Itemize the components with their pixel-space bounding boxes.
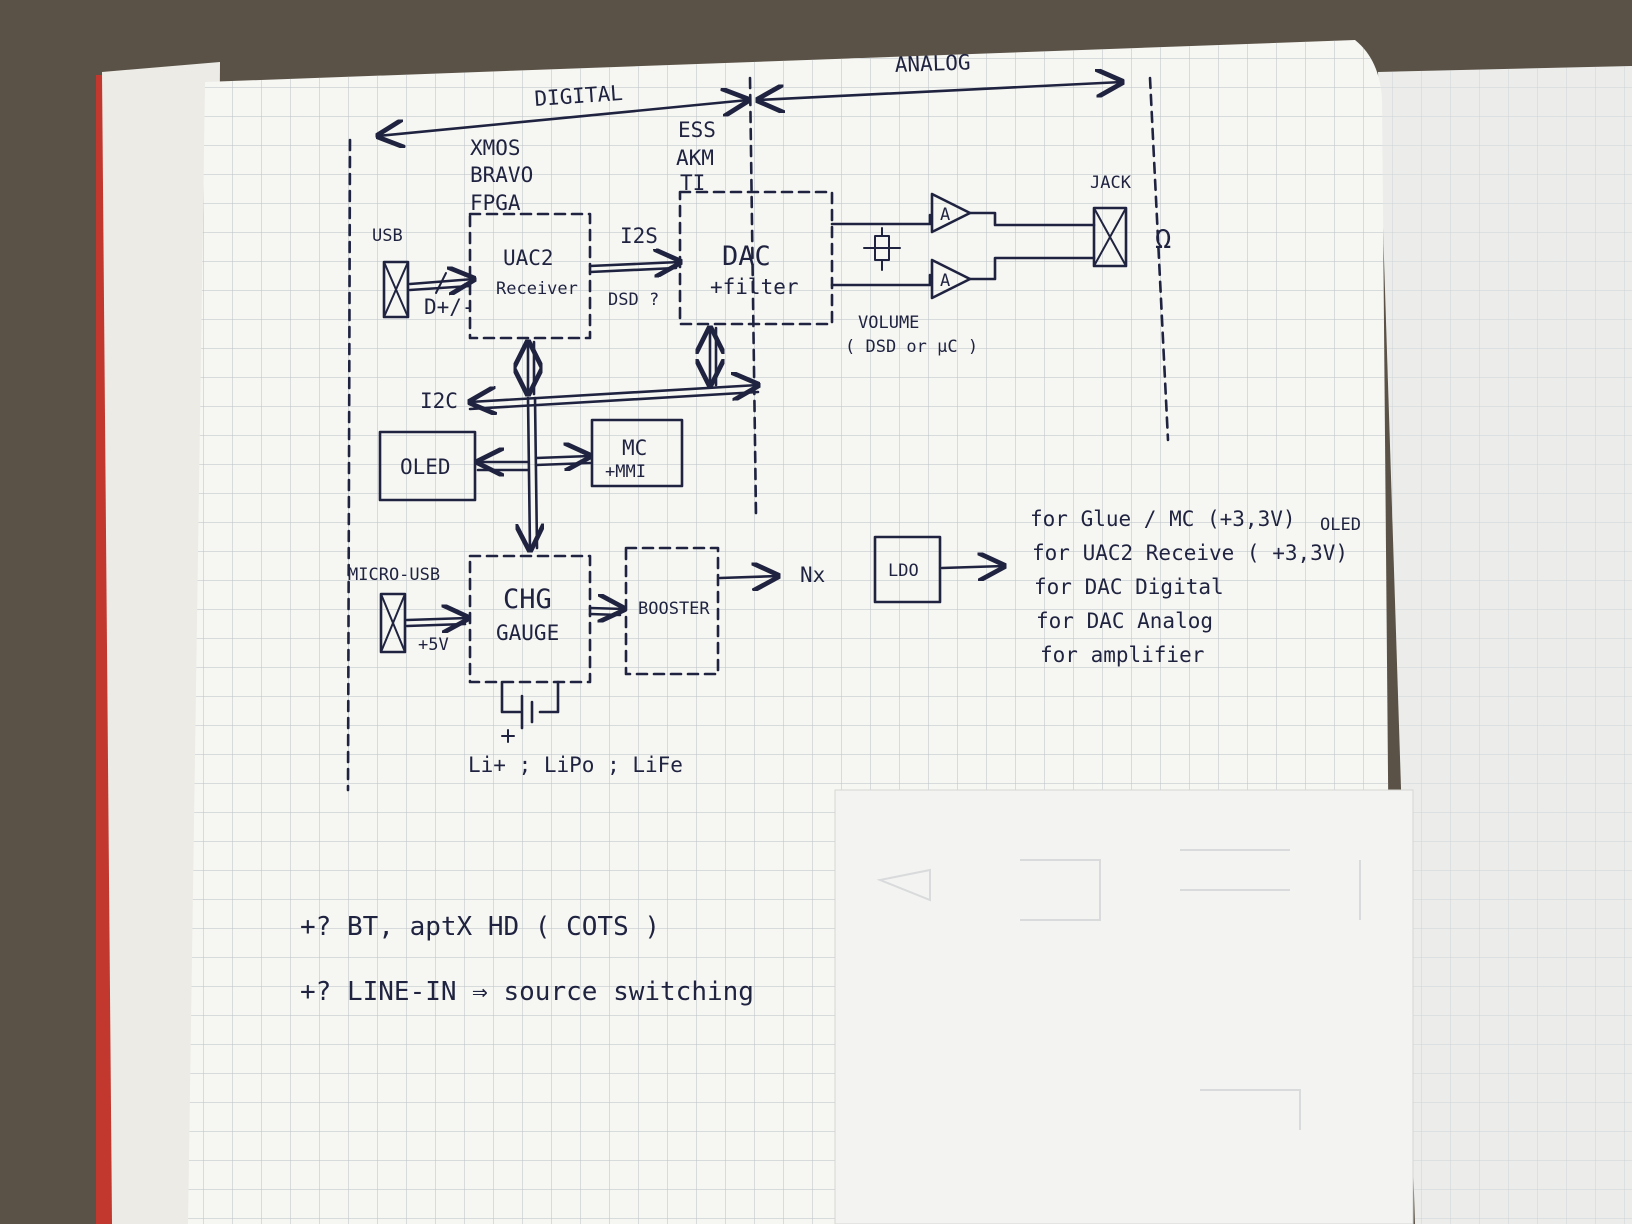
charger-to-booster-arrow-2 [588,612,622,617]
amp-to-jack-bottom [968,256,1096,281]
bleed-through-sketch [876,849,1361,1130]
svg-text:for UAC2 Receive ( +3,3V): for UAC2 Receive ( +3,3V) [1032,541,1348,565]
battery-symbol [500,680,560,743]
svg-text:BRAVO: BRAVO [470,163,533,187]
jack-port [1092,206,1128,268]
i2s-arrow [588,262,680,266]
svg-text:AKM: AKM [676,146,714,170]
i2s-arrow-line2 [588,266,678,274]
power-in-arrow [405,618,468,620]
usb-port [382,260,410,319]
booster-block [624,546,720,676]
charger-to-booster-arrow [588,608,624,609]
battery-label: Li+ ; LiPo ; LiFe [468,753,683,777]
mcu-link [534,456,590,458]
amplifier-top: A [930,192,972,234]
amplifier-bottom: A [930,258,972,300]
receiver-label-1: UAC2 [503,246,554,270]
i2c-bus [470,385,758,402]
oled-block [378,430,477,502]
svg-text:for DAC Analog: for DAC Analog [1036,609,1213,633]
headphone-symbol: Ω [1155,224,1171,255]
region-boundaries [346,76,1170,792]
usb-data-label: D+/- [424,295,475,319]
plus5v-label: +5V [418,635,449,655]
micro-usb-port [379,592,407,654]
svg-text:for DAC Digital: for DAC Digital [1034,575,1224,599]
dac-label-2: +filter [710,275,799,299]
receiver-block [468,212,592,340]
svg-text:FPGA: FPGA [470,191,521,215]
svg-text:for amplifier: for amplifier [1040,643,1204,667]
i2c-label: I2C [420,389,458,413]
receiver-label-2: Receiver [496,279,578,299]
left-page [102,62,220,1224]
jack-label: JACK [1090,173,1132,193]
oled-label: OLED [400,455,451,479]
note-line-in: +? LINE-IN ⇒ source switching [300,977,754,1007]
dsd-label: DSD ? [608,290,659,310]
main-vertical-bus-2 [533,396,539,550]
svg-text:A: A [940,271,950,291]
ldo-output-arrow [940,566,1004,568]
svg-text:XMOS: XMOS [470,136,521,160]
receiver-vendors: XMOS BRAVO FPGA [470,136,533,215]
svg-text:( DSD or μC ): ( DSD or μC ) [845,337,978,357]
sticky-note [834,789,1414,1224]
ldo-block [873,535,942,604]
bus-slash [435,272,447,294]
charger-block [468,554,592,684]
mcu-label-1: MC [622,436,647,460]
power-in-arrow-2 [405,622,467,628]
ldo-label: LDO [888,561,919,581]
usb-label: USB [372,226,403,246]
booster-label: BOOSTER [638,599,710,619]
dac-vendors: ESS AKM TI [676,118,716,195]
volume-potentiometer: VOLUME ( DSD or μC ) [830,213,978,357]
ldo-output-list: for Glue / MC (+3,3V) OLED for UAC2 Rece… [1030,507,1361,667]
dac-label-1: DAC [722,241,771,272]
micro-usb-label: MICRO-USB [348,565,440,585]
mcu-label-2: +MMI [605,462,646,482]
nx-label: Nx [800,563,825,587]
svg-text:OLED: OLED [1320,515,1361,535]
analog-label: ANALOG [894,50,971,77]
main-vertical-bus [528,396,530,550]
right-page-grid [1378,66,1632,1224]
dac-block [678,190,834,326]
charger-label-1: CHG [503,584,552,615]
svg-text:VOLUME: VOLUME [858,313,919,333]
charger-label-2: GAUGE [496,621,559,645]
amp-to-jack-top [968,211,1096,227]
analog-span-arrow [758,82,1122,100]
digital-span-arrow [378,100,748,136]
usb-data-arrow-line2 [408,284,472,292]
i2s-label: I2S [620,224,658,248]
svg-text:A: A [940,205,950,225]
note-bluetooth: +? BT, aptX HD ( COTS ) [300,912,660,942]
svg-text:ESS: ESS [678,118,716,142]
i2c-bus-2 [468,390,760,411]
booster-to-nx-arrow [718,576,778,578]
mcu-link-2 [534,461,592,467]
svg-text:for Glue / MC (+3,3V): for Glue / MC (+3,3V) [1030,507,1296,531]
